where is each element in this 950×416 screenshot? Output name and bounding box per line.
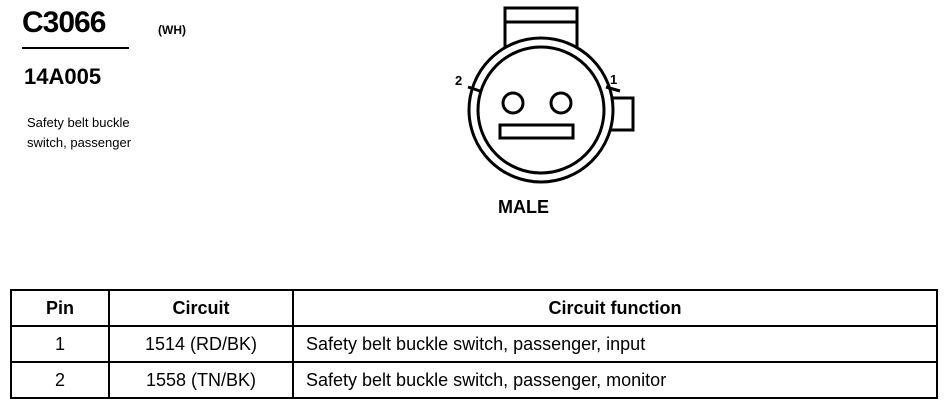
part-number: 14A005 bbox=[24, 64, 102, 89]
header-pin: Pin bbox=[10, 289, 110, 327]
connector-id: C3066 bbox=[22, 6, 106, 39]
pin-1-indicator bbox=[605, 85, 621, 93]
pin-label-2: 2 bbox=[455, 73, 463, 88]
cell-circuit: 1558 (TN/BK) bbox=[108, 361, 294, 399]
pin-cavity-2 bbox=[501, 91, 525, 115]
connector-face-diagram bbox=[467, 6, 635, 184]
table-header-row: Pin Circuit Circuit function bbox=[10, 289, 938, 327]
cell-circuit-function: Safety belt buckle switch, passenger, mo… bbox=[292, 361, 938, 399]
description-line-1: Safety belt buckle bbox=[27, 115, 130, 130]
cell-pin: 1 bbox=[10, 325, 110, 363]
header-circuit: Circuit bbox=[108, 289, 294, 327]
wire-color-code: (WH) bbox=[158, 23, 186, 37]
header-circuit-function: Circuit function bbox=[292, 289, 938, 327]
description-line-2: switch, passenger bbox=[27, 135, 132, 150]
cell-circuit-function: Safety belt buckle switch, passenger, in… bbox=[292, 325, 938, 363]
connector-id-underline bbox=[22, 47, 129, 49]
table-row: 2 1558 (TN/BK) Safety belt buckle switch… bbox=[10, 361, 938, 399]
connector-gender-label: MALE bbox=[498, 197, 549, 217]
connector-description: Safety belt buckle switch, passenger bbox=[27, 113, 197, 153]
cell-pin: 2 bbox=[10, 361, 110, 399]
pin-circuit-table: Pin Circuit Circuit function 1 1514 (RD/… bbox=[10, 289, 938, 399]
table-row: 1 1514 (RD/BK) Safety belt buckle switch… bbox=[10, 325, 938, 363]
pin-label-1: 1 bbox=[610, 72, 618, 87]
cell-circuit: 1514 (RD/BK) bbox=[108, 325, 294, 363]
connector-keyway bbox=[498, 123, 575, 140]
connector-inner-face bbox=[476, 45, 606, 175]
pin-cavity-1 bbox=[549, 91, 573, 115]
pin-2-indicator bbox=[467, 85, 481, 93]
